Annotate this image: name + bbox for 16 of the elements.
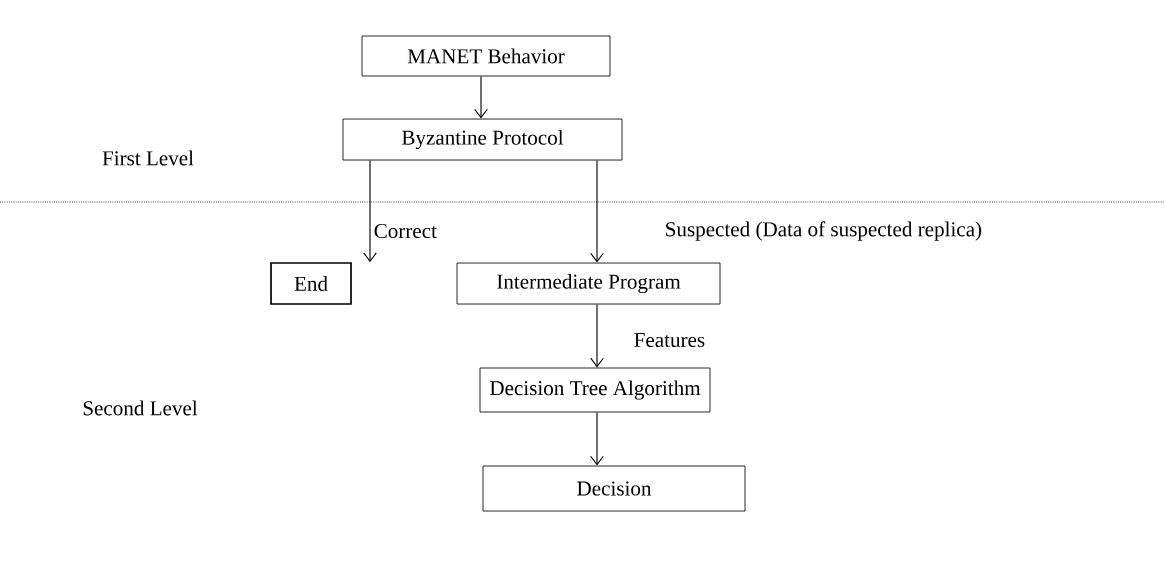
edge-label: Features [634,333,705,347]
arrow [590,411,604,466]
process-box: MANET Behavior [361,35,611,77]
arrow [590,303,604,368]
process-box: End [270,262,352,305]
process-box: Decision [482,465,746,512]
arrow [590,159,604,263]
process-box: Intermediate Program [456,262,721,305]
arrow [363,159,377,263]
edge-label: Suspected (Data of suspected replica) [666,221,982,241]
level-label: Second Level [83,400,198,416]
edge-label: Correct [374,223,437,239]
level-label: First Level [102,150,194,166]
process-box: Byzantine Protocol [342,118,623,161]
process-box: Decision Tree Algorithm [479,367,711,413]
arrow [474,75,488,119]
